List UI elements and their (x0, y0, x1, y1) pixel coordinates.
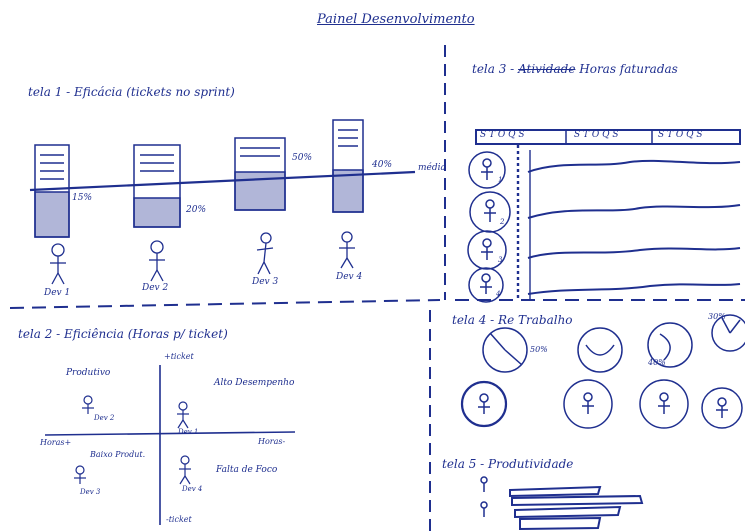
hours-line-2 (527, 204, 741, 219)
tela2-dev2: Dev 2 (94, 414, 115, 422)
week-cell-3: S T O Q S (658, 130, 703, 140)
figure-dev4 (339, 231, 355, 269)
tela1-dev3: Dev 3 (252, 277, 279, 287)
tela3-title-prefix: tela 3 - (472, 62, 515, 76)
tela5-title: tela 5 - Produtividade (442, 457, 574, 471)
rework-pie-4 (711, 314, 745, 352)
tela2-figures (74, 395, 191, 485)
tela1-label-p1: 15% (72, 193, 93, 203)
figure-q-dev2 (82, 395, 94, 414)
quadrant-alto-desempenho: Alto Desempenho (214, 378, 295, 388)
average-line (29, 170, 416, 192)
rework-pie-2 (577, 327, 623, 373)
bar-dev2-fill (133, 197, 181, 228)
figure-q-dev1 (177, 401, 189, 429)
tela2-axis-left: Horas+ (40, 438, 72, 447)
tela1-bars (29, 119, 416, 238)
quadrant-baixo-produt: Baixo Produt. (90, 450, 146, 459)
figure-q-dev4 (179, 455, 191, 485)
tela2-dev4: Dev 4 (182, 485, 203, 493)
tela2-dev3: Dev 3 (80, 488, 101, 496)
divider-horizontal-left (9, 299, 441, 309)
tela1-label-p2: 20% (186, 205, 207, 215)
figure-dev2 (149, 240, 165, 282)
tela3-figures (467, 151, 511, 303)
tela4-label-b: 40% (648, 358, 666, 367)
tela3-title-struck: Atividade (518, 62, 576, 76)
page-title: Painel Desenvolvimento (317, 12, 475, 27)
quadrant-produtivo: Produtivo (66, 368, 111, 378)
productivity-bar-2 (511, 494, 644, 507)
figure-q-dev3 (74, 465, 86, 484)
tela1-figures (50, 231, 355, 285)
tela3-dev-4: 4 (496, 290, 501, 298)
rework-figures (460, 379, 743, 429)
bar-dev4-fill (332, 169, 364, 213)
tela4-title: tela 4 - Re Trabalho (452, 313, 573, 327)
week-cell-2: S T O Q S (574, 130, 619, 140)
rework-pie-3 (647, 322, 693, 368)
tela4-label-a: 50% (530, 345, 548, 354)
tela2-axes (44, 365, 296, 525)
tela1-label-p3: 50% (292, 153, 313, 163)
rework-pie-1 (482, 327, 528, 373)
tela3-sketch (467, 129, 741, 303)
tela5-figures (480, 476, 488, 517)
tela1-dev1: Dev 1 (44, 288, 71, 298)
tela1-title: tela 1 - Eficácia (tickets no sprint) (28, 85, 235, 99)
figure-dev1 (50, 243, 66, 285)
productivity-bar-1 (509, 485, 602, 498)
tela1-label-avg: média (418, 163, 446, 173)
tela3-title-rest: Horas faturadas (579, 62, 678, 76)
tela1-label-p4: 40% (372, 160, 393, 170)
tela2-dev1: Dev 1 (178, 428, 199, 436)
productivity-bar-3 (514, 505, 622, 519)
tela5-sketch (480, 476, 644, 531)
tela4-label-c: 30% (708, 312, 726, 321)
tela1-dev4: Dev 4 (336, 272, 363, 282)
axis-horizontal (44, 431, 296, 436)
quadrant-falta-foco: Falta de Foco (216, 465, 278, 475)
tela2-title: tela 2 - Eficiência (Horas p/ ticket) (18, 327, 228, 341)
bar-dev1-fill (34, 191, 70, 238)
tela2-axis-bottom: -ticket (166, 515, 192, 524)
tela3-dev-1: 1 (498, 176, 503, 184)
hours-line-1 (527, 159, 741, 173)
tela3-dev-2: 2 (500, 218, 505, 226)
hours-line-4 (527, 283, 741, 295)
week-cell-1: S T O Q S (480, 130, 525, 140)
hours-line-3 (527, 247, 741, 259)
tela4-sketch (460, 314, 745, 429)
productivity-bar-4 (519, 516, 602, 531)
tela2-axis-top: +ticket (164, 352, 194, 361)
tela2-axis-right: Horas- (258, 437, 286, 446)
tela3-dev-3: 3 (498, 256, 503, 264)
tela1-dev2: Dev 2 (142, 283, 169, 293)
week-header (475, 129, 741, 145)
figure-dev3 (256, 232, 274, 275)
tela3-title: tela 3 - Atividade Horas faturadas (472, 62, 678, 76)
